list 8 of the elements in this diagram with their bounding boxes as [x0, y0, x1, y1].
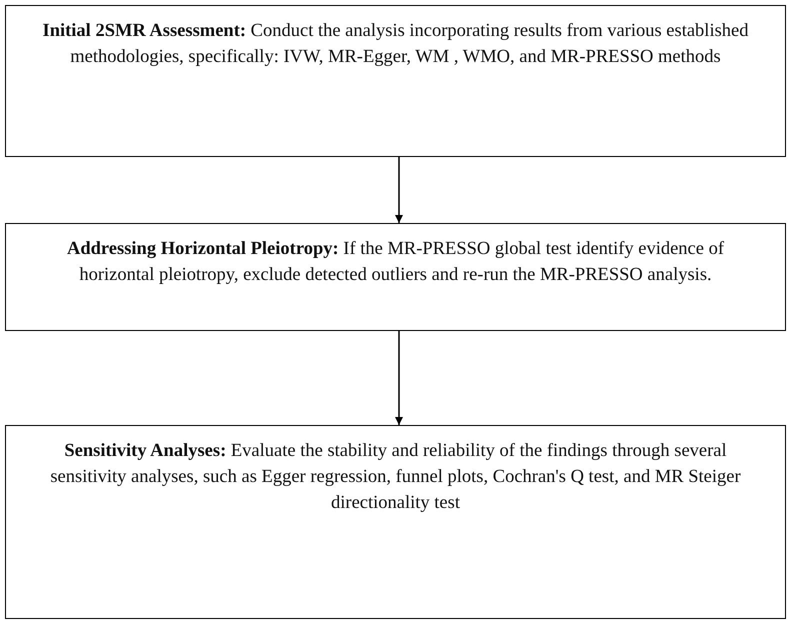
arrow: [395, 331, 403, 425]
step-description: Addressing Horizontal Pleiotropy: If the MR-PRESSO global test identify evidence of horizontal pleiotropy, exclude detected outliers and re-run the MR-PRESSO analysis.: [66, 238, 726, 287]
process-box: [5, 5, 786, 157]
arrow: [395, 157, 403, 223]
step-description: Sensitivity Analyses: Evaluate the stability and reliability of the findings through several sensitivity analyses, such as Egger regression, funnel plots, Cochran's Q test, and MR Steiger directionality test: [49, 440, 742, 515]
step-description: Initial 2SMR Assessment: Conduct the analysis incorporating results from various established methodologies, specifically: IVW, MR-Egger, WM , WMO, and MR-PRESSO methods: [42, 20, 750, 69]
process-box: [5, 425, 786, 619]
process-box: [5, 223, 786, 331]
